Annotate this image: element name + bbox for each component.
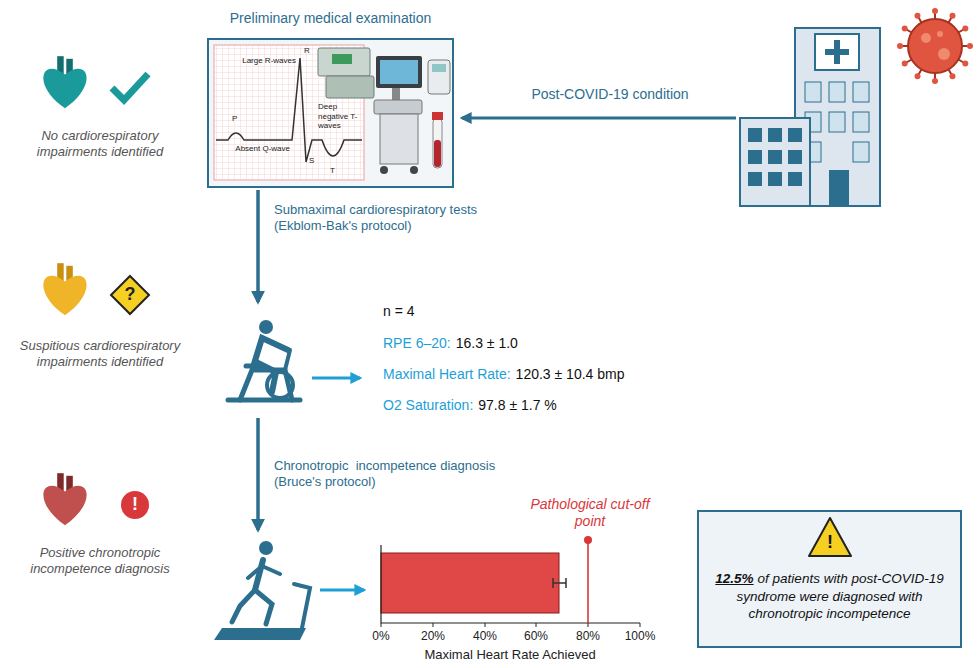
hospital-sign (815, 34, 859, 70)
status-text: Suspitious cardiorespiratory impairments… (8, 338, 193, 369)
device (318, 48, 370, 76)
blood-tube (433, 118, 442, 168)
axis-tick: 0% (372, 629, 389, 643)
axis-tick: 80% (576, 629, 600, 643)
axis-tick: 100% (625, 629, 656, 643)
warning-box: 12.5%of patients with post-COVID-19 synd… (697, 510, 962, 648)
warning-diamond (111, 276, 149, 314)
heart-icon (43, 473, 86, 525)
ecg-label: T (330, 166, 335, 176)
symbol-text: ? (125, 284, 136, 306)
device (326, 76, 374, 98)
ultrasound-screen (380, 60, 418, 84)
ecg-label: Absent Q-wave (230, 144, 290, 154)
runner-icon (214, 541, 310, 640)
result-arrow (312, 377, 360, 380)
axis-tick: 40% (473, 629, 497, 643)
axis-title: Maximal Heart Rate Achieved (424, 647, 595, 663)
hospital-wing (740, 118, 810, 206)
alert-circle (121, 491, 149, 519)
stat-value: 16.3 ± 1.0 (456, 335, 518, 352)
symbol-text: ! (132, 494, 138, 516)
status-text: No cardiorespiratory impairments identif… (8, 128, 193, 159)
cutoff-label: Pathological cut-off point (530, 496, 650, 530)
check-mark (112, 74, 148, 100)
ultrasound-monitor (376, 56, 422, 88)
arrow-label: Chronotropic incompetence diagnosis (Bru… (274, 458, 539, 489)
ecg-label: Large R-waves (232, 56, 296, 66)
box-fill (207, 38, 454, 188)
cyclist-icon (228, 320, 300, 400)
device-panel (332, 54, 352, 64)
warning-text: 12.5%of patients with post-COVID-19 synd… (707, 570, 952, 623)
warning-triangle (809, 518, 851, 556)
result-arrow (320, 589, 364, 592)
stat-text: n = 4 (383, 303, 415, 320)
stat-value: 97.8 ± 1.7 % (478, 397, 557, 414)
highlight-number: 12.5% (715, 571, 753, 586)
ecg-label: Deep negative T-waves (318, 102, 364, 131)
ultrasound-body (380, 114, 418, 164)
stat-label: RPE 6–20: (383, 335, 451, 352)
ecg-label: R (304, 46, 310, 56)
box-heading: Preliminary medical examination (230, 10, 432, 26)
ecg-label: S (309, 156, 314, 166)
axis-tick: 20% (421, 629, 445, 643)
bar-chart (381, 536, 640, 627)
flow-arrow (256, 418, 260, 530)
ultrasound-neck (392, 88, 400, 100)
stat-value: 120.3 ± 10.4 bmp (516, 366, 625, 383)
symbol-text: ! (827, 532, 833, 554)
analyzer (428, 60, 450, 94)
arrow-label: Post-COVID-19 condition (531, 86, 688, 103)
heart-icon (43, 56, 86, 108)
arrow-label: Submaximal cardiorespiratory tests (Ekbl… (274, 202, 529, 233)
warning-body: of patients with post-COVID-19 syndrome … (736, 571, 943, 621)
box-fill (697, 510, 962, 648)
heart-icon (43, 263, 86, 315)
virus (897, 8, 973, 84)
ecg-label: P (232, 114, 237, 124)
flow-arrow (462, 117, 736, 120)
stat-label: O2 Saturation: (383, 397, 473, 414)
ultrasound-panel (374, 100, 422, 114)
flow-arrow (256, 190, 260, 302)
axis-tick: 60% (524, 629, 548, 643)
status-text: Positive chronotropic incompetence diagn… (8, 545, 193, 576)
stat-label: Maximal Heart Rate: (383, 366, 511, 383)
